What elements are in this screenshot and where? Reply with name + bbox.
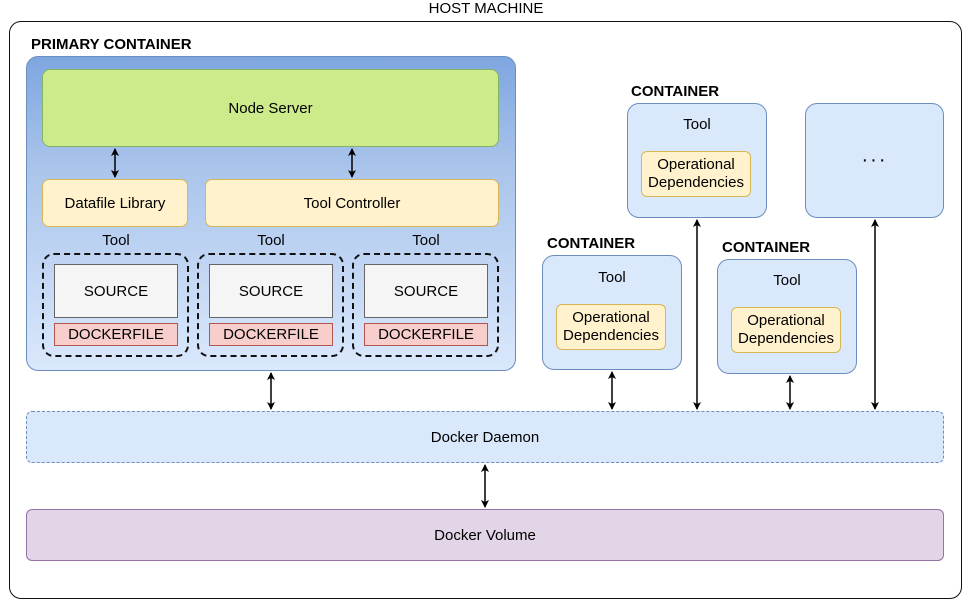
- container-tool-label: Tool: [773, 272, 801, 289]
- operational-dependencies-box: Operational Dependencies: [641, 151, 751, 197]
- container-title: CONTAINER: [722, 239, 811, 256]
- container-tool-label: Tool: [683, 116, 711, 133]
- container-title: CONTAINER: [547, 235, 636, 252]
- more-containers-box: ···: [805, 103, 944, 218]
- tool-label: Tool: [412, 232, 440, 249]
- dependency-line: Dependencies: [738, 330, 834, 347]
- operational-dependencies-box: Operational Dependencies: [556, 304, 666, 350]
- container-title: CONTAINER: [631, 83, 720, 100]
- operational-dependencies-box: Operational Dependencies: [731, 307, 841, 353]
- tool-label: Tool: [102, 232, 130, 249]
- dependency-line: Operational: [572, 309, 650, 326]
- source-box: SOURCE: [209, 264, 333, 318]
- node-server-box: Node Server: [42, 69, 499, 147]
- tool-group: [197, 253, 344, 357]
- dockerfile-box: DOCKERFILE: [209, 323, 333, 346]
- dockerfile-box: DOCKERFILE: [364, 323, 488, 346]
- tool-group: [42, 253, 189, 357]
- primary-container-title: PRIMARY CONTAINER: [31, 36, 192, 53]
- docker-daemon-box: Docker Daemon: [26, 411, 944, 463]
- dockerfile-box: DOCKERFILE: [54, 323, 178, 346]
- tool-group: [352, 253, 499, 357]
- dependency-line: Dependencies: [648, 174, 744, 191]
- dependency-line: Dependencies: [563, 327, 659, 344]
- host-machine-title: HOST MACHINE: [428, 0, 544, 17]
- dependency-line: Operational: [657, 156, 735, 173]
- tool-controller-box: Tool Controller: [205, 179, 499, 227]
- tool-label: Tool: [257, 232, 285, 249]
- source-box: SOURCE: [364, 264, 488, 318]
- datafile-library-box: Datafile Library: [42, 179, 188, 227]
- host-machine-frame: [9, 21, 962, 599]
- container-tool-label: Tool: [598, 269, 626, 286]
- source-box: SOURCE: [54, 264, 178, 318]
- docker-volume-box: Docker Volume: [26, 509, 944, 561]
- dependency-line: Operational: [747, 312, 825, 329]
